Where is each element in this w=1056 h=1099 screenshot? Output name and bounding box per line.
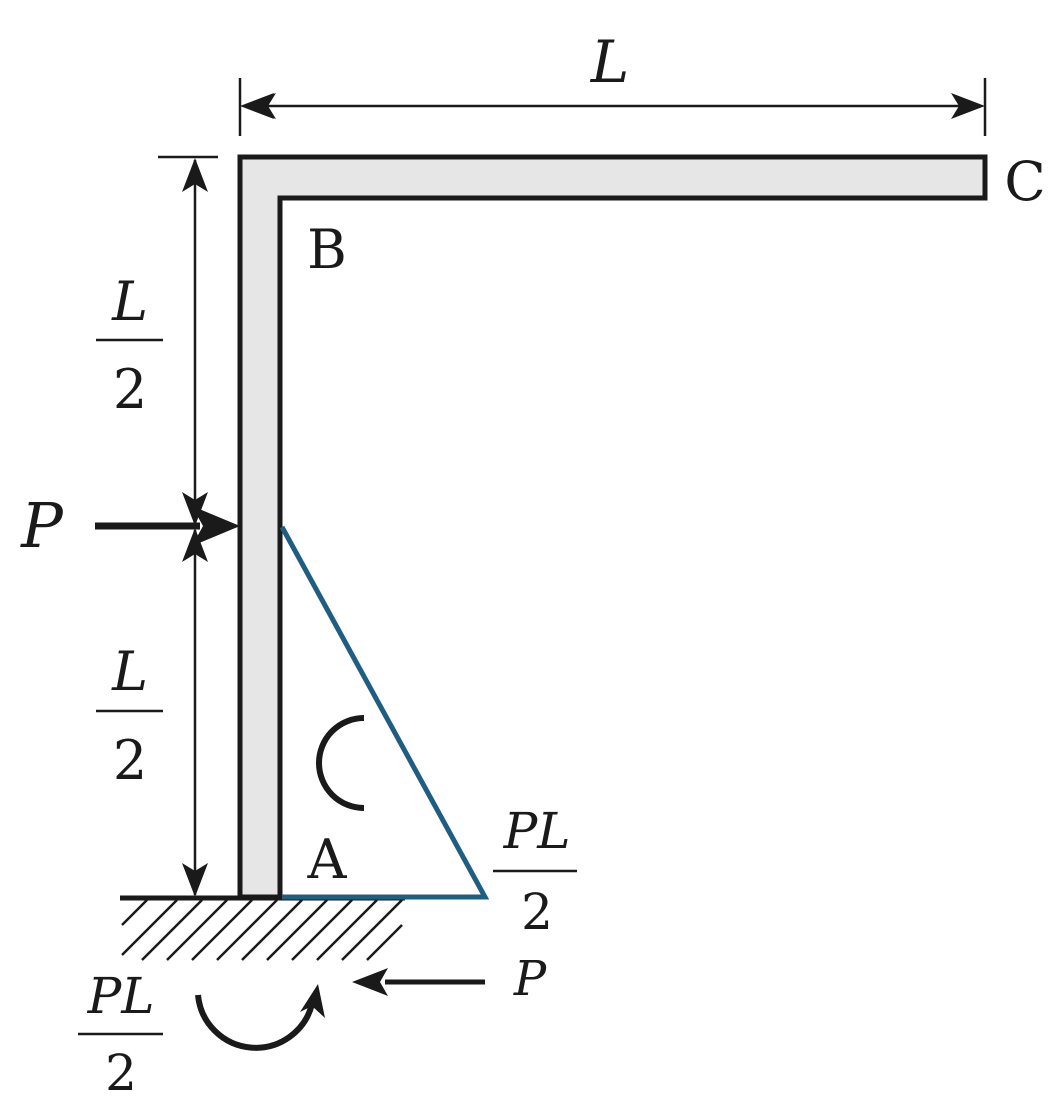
reaction-moment-denominator: 2 — [105, 1044, 137, 1099]
load-p-label: P — [20, 489, 64, 562]
diagram-value-denominator: 2 — [521, 883, 553, 941]
upper-segment-denominator: 2 — [113, 358, 147, 421]
lower-dim-arrow-top — [182, 528, 208, 562]
reaction-moment-numerator: PL — [87, 967, 155, 1025]
ground-hatching — [121, 899, 403, 961]
moment-diagram-triangle — [279, 525, 490, 900]
upper-dim-arrow-top — [182, 158, 208, 192]
upper-segment-numerator: L — [111, 270, 148, 333]
load-p-arrowhead — [192, 506, 240, 546]
top-dimension-label: L — [590, 28, 630, 96]
point-b-label: B — [307, 218, 347, 281]
lower-segment-numerator: L — [111, 640, 148, 703]
top-dim-arrow-right — [951, 93, 985, 119]
reaction-force-label: P — [513, 951, 547, 1007]
moment-sign-symbol — [316, 715, 365, 811]
reaction-moment-arrowhead — [300, 984, 325, 1018]
reaction-force-arrowhead — [352, 968, 388, 996]
lower-dim-arrow-bottom — [182, 863, 208, 897]
point-c-label: C — [1004, 150, 1045, 213]
frame-member — [237, 154, 988, 900]
point-a-label: A — [307, 828, 348, 891]
diagram-value-numerator: PL — [503, 802, 571, 860]
reaction-moment-arc — [195, 994, 315, 1051]
top-dim-arrow-left — [240, 93, 274, 119]
lower-segment-denominator: 2 — [113, 729, 147, 792]
